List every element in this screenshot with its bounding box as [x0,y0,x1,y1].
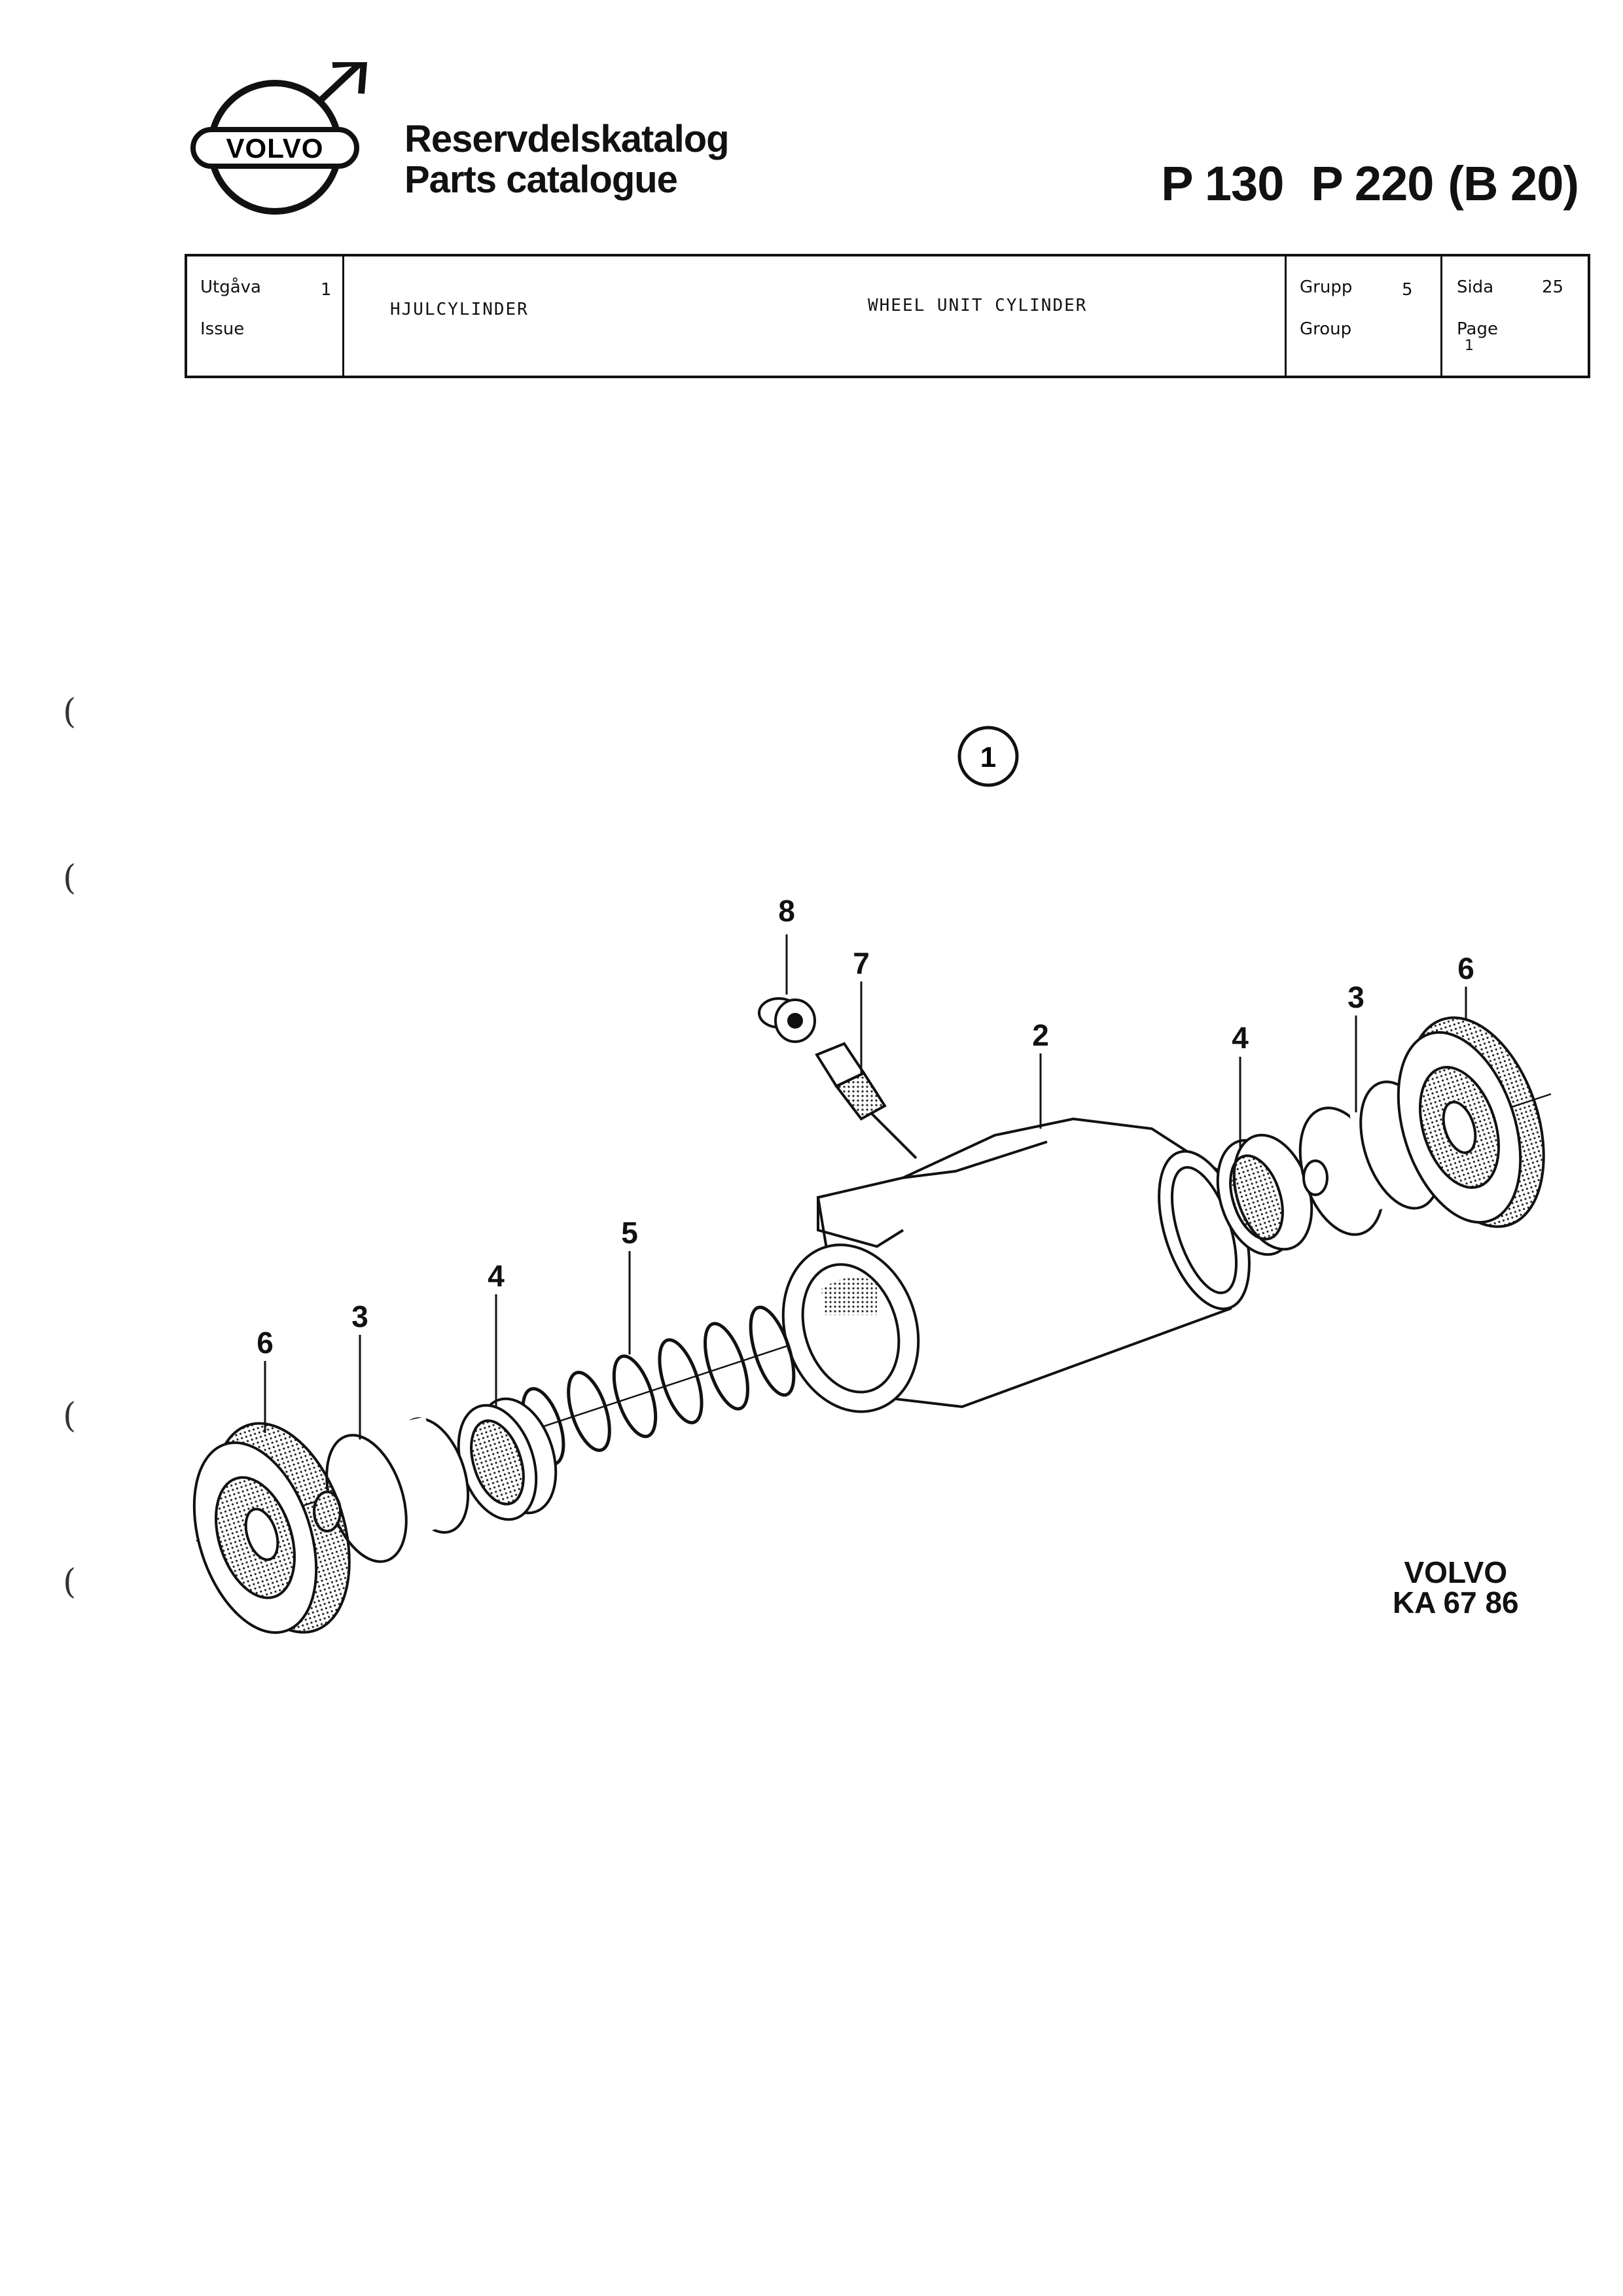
title-cell: HJULCYLINDER WHEEL UNIT CYLINDER [344,256,1287,376]
figure-number: 1 [980,741,996,773]
issue-cell: Utgåva 1 Issue [187,256,344,376]
page-value: 25 [1542,277,1564,297]
margin-mark: ( [63,1563,77,1602]
catalogue-title: Reservdelskatalog Parts catalogue [404,118,730,201]
group-label-en: Group [1300,319,1352,339]
callout-7: 7 [853,946,870,980]
dust-cap [758,997,816,1043]
logo-wordmark: VOLVO [226,133,324,164]
margin-mark: ( [63,692,77,732]
part-title-sv: HJULCYLINDER [390,300,529,319]
catalogue-title-en: Parts catalogue [404,158,678,201]
dust-boot-left [192,1422,351,1634]
catalogue-title-sv: Reservdelskatalog [404,118,730,160]
page-label-sv: Sida [1457,277,1494,297]
page-subvalue: 1 [1465,338,1474,354]
figure-code-brand: VOLVO [1404,1555,1508,1589]
bleed-screw [815,1042,918,1159]
figure-number-badge: 1 [957,726,1019,787]
group-label-sv: Grupp [1300,277,1353,297]
model-list: P 130 P 220 (B 20) [1133,156,1579,211]
callout-4: 4 [1232,1021,1249,1055]
cup-seal-right [1216,1133,1313,1256]
cylinder-body [781,1117,1251,1413]
margin-mark: ( [63,858,77,898]
issue-label-sv: Utgåva [200,277,261,297]
callout-2: 2 [1032,1018,1049,1052]
model-p220: P 220 [1311,156,1434,211]
dust-boot-right [1397,1016,1545,1228]
volvo-logo: VOLVO [190,62,368,215]
info-table: Utgåva 1 Issue HJULCYLINDER WHEEL UNIT C… [185,254,1590,378]
model-p130: P 130 [1161,156,1284,211]
margin-mark: ( [63,1396,77,1436]
callout-3: 3 [351,1299,368,1333]
part-title-en: WHEEL UNIT CYLINDER [868,296,1088,315]
page-cell: Sida 25 Page 1 [1442,256,1590,376]
issue-label-en: Issue [200,319,245,339]
callout-leaders [264,934,1467,1439]
callout-4: 4 [488,1259,505,1293]
issue-value: 1 [321,280,332,300]
model-engine: (B 20) [1448,156,1579,211]
page-label-en: Page [1457,319,1498,339]
spring [521,1305,796,1466]
group-value: 5 [1402,280,1413,300]
figure-code-number: KA 67 86 [1393,1585,1519,1619]
callout-5: 5 [621,1216,638,1250]
callout-3: 3 [1347,980,1364,1014]
figure-code: VOLVO KA 67 86 [1393,1557,1519,1617]
cup-seal-left [457,1397,558,1521]
callout-6: 6 [1457,951,1474,985]
callout-6: 6 [257,1326,274,1360]
group-cell: Grupp 5 Group [1287,256,1442,376]
callout-8: 8 [778,894,795,928]
